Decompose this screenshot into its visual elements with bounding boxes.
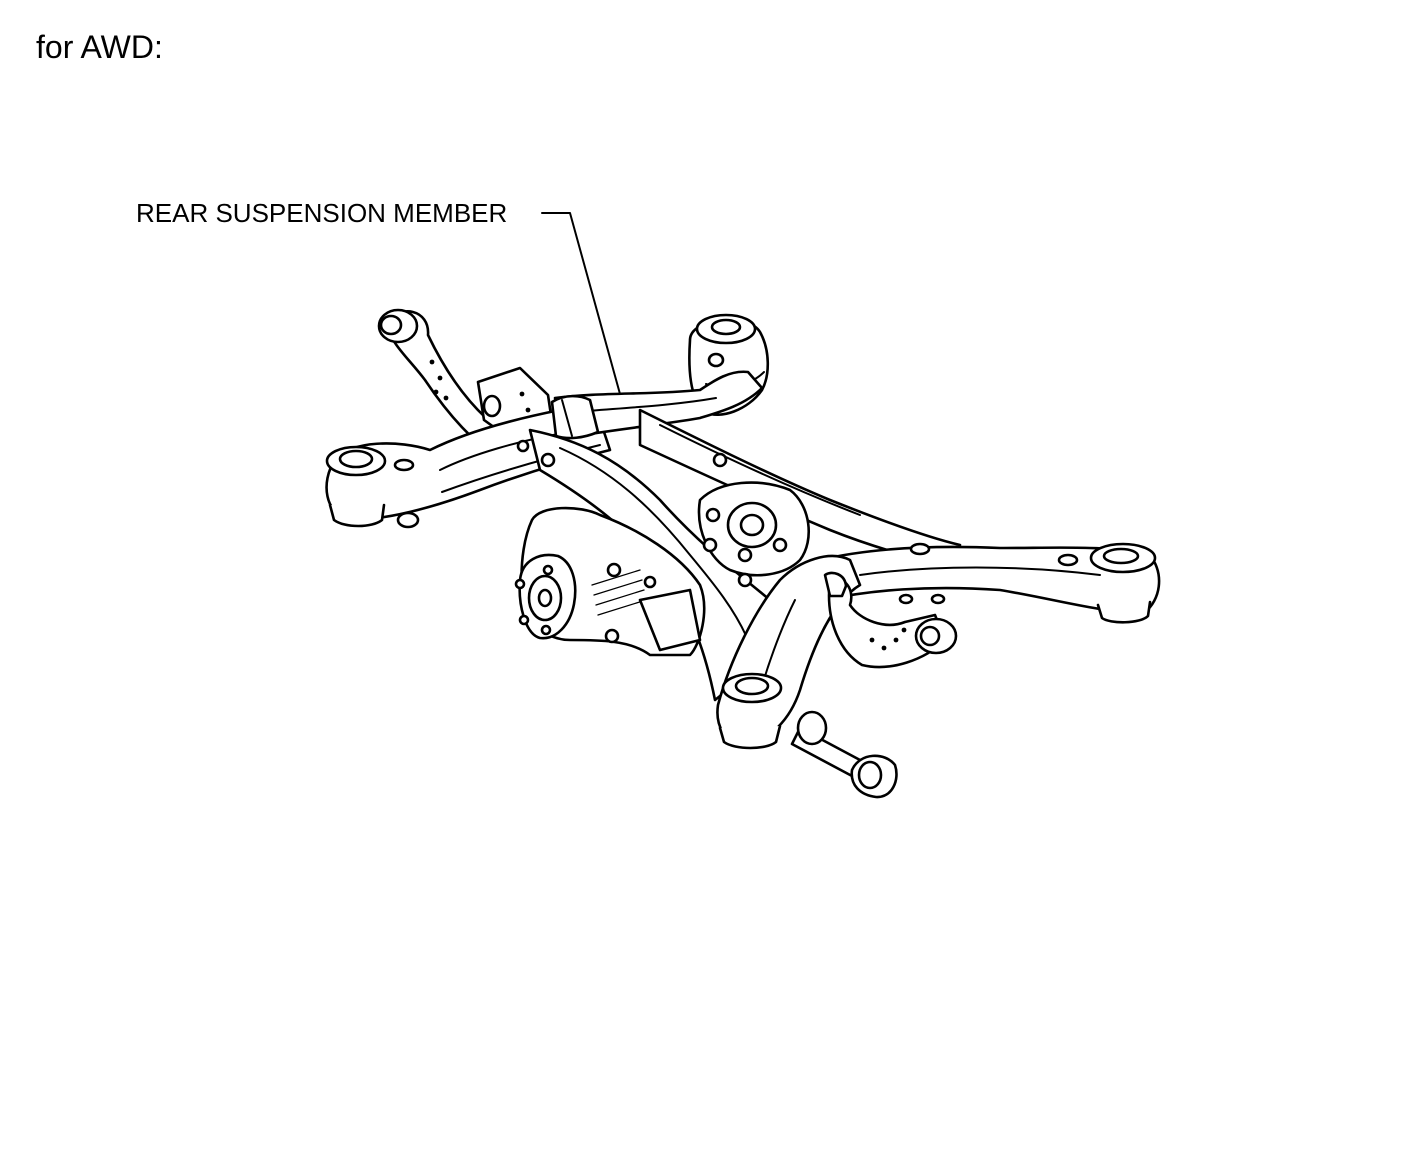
suspension-member-frame xyxy=(325,370,1161,747)
callout-leader-line xyxy=(541,212,621,395)
rear-differential xyxy=(514,506,706,657)
coupling-unit xyxy=(516,439,811,588)
right-front-bushing xyxy=(718,672,783,750)
rear-suspension-member-label: REAR SUSPENSION MEMBER xyxy=(136,198,508,228)
page-heading: for AWD: xyxy=(36,29,163,65)
lower-right-arm xyxy=(827,577,958,669)
left-front-bushing xyxy=(325,445,420,529)
toe-control-link xyxy=(790,571,898,799)
